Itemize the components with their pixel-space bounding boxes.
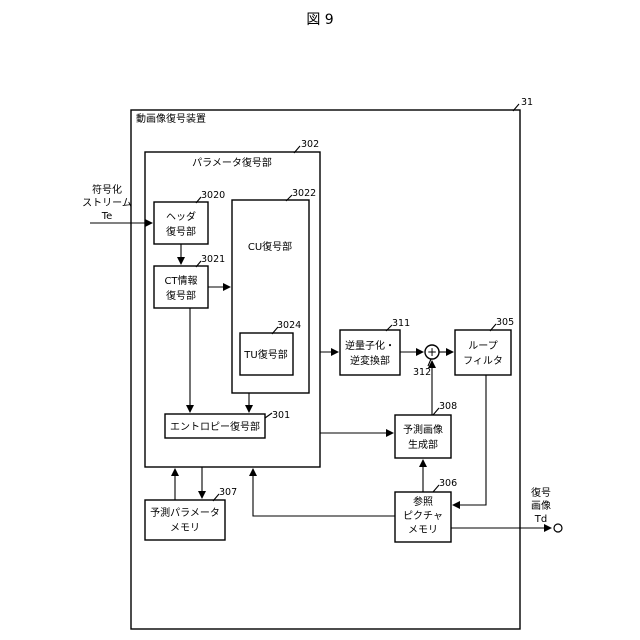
input-stream-label: 符号化 ストリーム Te <box>82 183 132 222</box>
param-decoder-ref: 302 <box>301 139 319 150</box>
entropy-decoder-ref: 301 <box>272 410 290 421</box>
pred-param-memory-line2: メモリ <box>170 523 200 534</box>
cu-decoder-label: CU復号部 <box>248 240 292 253</box>
header-decoder-line2: 復号部 <box>166 225 196 238</box>
output-image-label: 復号 画像 Td <box>531 486 562 532</box>
loop-filter-line1: ループ <box>468 340 497 352</box>
tu-decoder-ref: 3024 <box>277 320 301 331</box>
pred-param-memory-line1: 予測パラメータ <box>150 506 220 519</box>
output-image-line2: 画像 <box>531 500 551 512</box>
pred-image-gen-line2: 生成部 <box>408 438 438 451</box>
ref-picture-memory-ref: 306 <box>439 478 457 489</box>
header-decoder-ref: 3020 <box>201 190 225 201</box>
ref-picture-memory-line2: ピクチャ <box>403 510 443 522</box>
inverse-quant-ref: 311 <box>392 318 410 329</box>
ct-info-decoder-ref: 3021 <box>201 254 225 265</box>
inverse-quant-line1: 逆量子化・ <box>345 339 395 352</box>
output-image-line1: 復号 <box>531 486 551 499</box>
cu-decoder-ref: 3022 <box>292 188 316 199</box>
adder-ref: 312 <box>413 367 431 378</box>
param-decoder-title: パラメータ復号部 <box>192 156 272 169</box>
entropy-decoder-label: エントロピー復号部 <box>170 420 260 433</box>
inverse-quant-line2: 逆変換部 <box>350 354 390 367</box>
input-stream-line2: ストリーム <box>82 197 132 209</box>
ref-picture-memory-line3: メモリ <box>408 525 438 536</box>
tu-decoder-label: TU復号部 <box>243 348 287 361</box>
pred-param-memory-ref: 307 <box>219 487 237 498</box>
device-title: 動画像復号装置 <box>136 112 206 125</box>
adder-symbol: + <box>427 345 437 359</box>
ct-info-decoder-line2: 復号部 <box>166 289 196 302</box>
figure-title: 図 9 <box>306 12 333 28</box>
ref-picture-memory-line1: 参照 <box>413 495 433 508</box>
ct-info-decoder-line1: CT情報 <box>164 274 197 287</box>
header-decoder-line1: ヘッダ <box>166 210 196 223</box>
loop-filter-ref: 305 <box>496 317 514 328</box>
loop-filter-line2: フィルタ <box>463 355 503 367</box>
pred-image-gen-line1: 予測画像 <box>403 423 443 436</box>
device-ref: 31 <box>521 97 533 108</box>
output-image-line3: Td <box>534 514 547 525</box>
input-stream-line3: Te <box>101 211 113 222</box>
input-stream-line1: 符号化 <box>92 183 122 196</box>
output-terminal <box>554 524 562 532</box>
pred-image-gen-ref: 308 <box>439 401 457 412</box>
